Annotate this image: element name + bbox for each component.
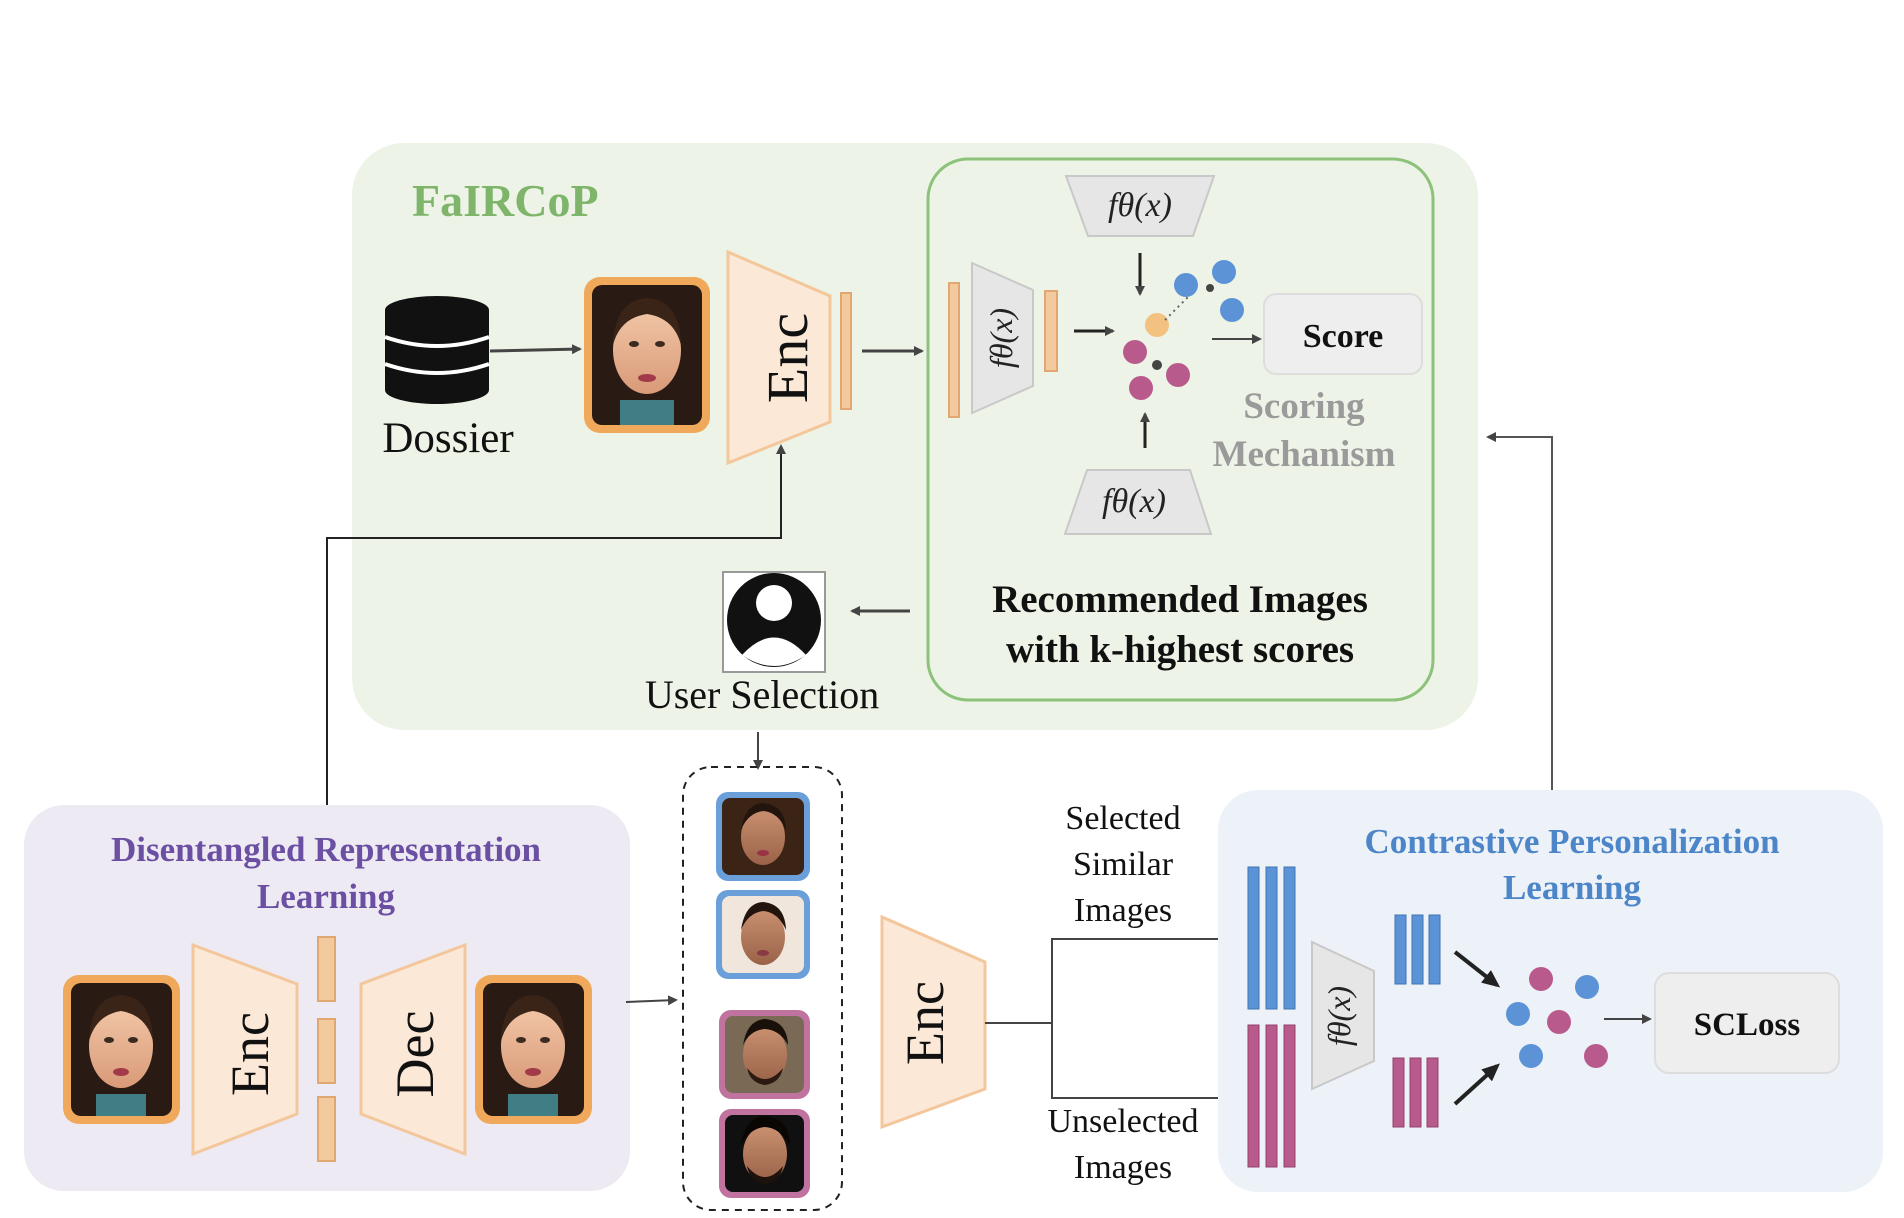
mid-encoder-label: Enc [895, 981, 955, 1065]
encoder-label: Enc [755, 313, 820, 403]
disentangled-title-line2: Learning [257, 877, 396, 916]
f-left-trapezoid [971, 261, 1034, 415]
gallery-face-1 [716, 792, 810, 881]
f-top-label: fθ(x) [1108, 187, 1172, 224]
latent-bar-3 [317, 1096, 336, 1162]
encoder-trapezoid [726, 249, 832, 466]
dossier-label: Dossier [382, 415, 513, 462]
contrastive-dots [1506, 967, 1608, 1068]
scloss-label: SCLoss [1694, 1007, 1801, 1043]
gallery-face-4 [719, 1109, 810, 1198]
selected-projection-bars [1394, 914, 1441, 985]
gallery-face-2 [716, 890, 810, 979]
contrastive-title-line2: Learning [1503, 868, 1642, 907]
selected-line1: Selected [1065, 800, 1180, 837]
face-photo-dis-output [475, 975, 592, 1124]
contrastive-f-label: fθ(x) [1321, 986, 1357, 1046]
gallery-face-3 [719, 1010, 810, 1099]
branch-unselected [1051, 1023, 1247, 1103]
dis-encoder-label: Enc [220, 1012, 280, 1096]
unselected-feature-bars [1247, 1024, 1296, 1168]
latent-bar-2 [317, 1018, 336, 1084]
face-photo-input [584, 277, 710, 433]
scoring-box [926, 157, 1435, 702]
selected-line2: Similar [1073, 846, 1174, 883]
arrow-unselected-to-dots [1453, 1063, 1500, 1106]
embedding-dots [1123, 260, 1244, 400]
latent-bar [840, 292, 852, 410]
recommended-line1: Recommended Images [992, 578, 1368, 621]
arrow-dis-to-gallery [625, 995, 678, 1006]
dis-decoder-trapezoid [359, 942, 467, 1157]
scloss-box [1654, 972, 1840, 1074]
f-bottom-label: fθ(x) [1102, 483, 1166, 520]
fairecop-title: FaIRCoP [412, 175, 599, 226]
database-icon [384, 296, 490, 404]
connector-disentangled-to-enc [326, 444, 786, 806]
selected-line3: Images [1074, 892, 1172, 929]
unselected-projection-bars [1392, 1057, 1439, 1128]
unselected-line1: Unselected [1047, 1103, 1198, 1140]
connector-contrastive-to-scoring [1486, 432, 1553, 790]
latent-bar-left [948, 282, 960, 418]
disentangled-title-line1: Disentangled Representation [111, 830, 541, 869]
score-label: Score [1303, 318, 1384, 355]
unselected-line2: Images [1074, 1149, 1172, 1186]
scoring-mechanism-line1: Scoring [1243, 386, 1365, 427]
latent-bar-right [1044, 290, 1058, 372]
gallery-box [682, 766, 843, 1211]
branch-selected [1051, 934, 1247, 1023]
arrow-selected-to-dots [1453, 950, 1501, 988]
mid-encoder-trapezoid [880, 914, 987, 1130]
scoring-mechanism-line2: Mechanism [1213, 434, 1396, 475]
latent-bar-1 [317, 936, 336, 1002]
selected-feature-bars [1247, 866, 1296, 1010]
contrastive-f-trapezoid [1311, 940, 1375, 1091]
contrastive-panel [1218, 790, 1883, 1192]
user-icon [722, 571, 826, 673]
score-box [1263, 293, 1423, 375]
recommended-line2: with k-highest scores [1006, 628, 1354, 671]
f-top-trapezoid [1064, 175, 1216, 237]
f-left-label: fθ(x) [983, 308, 1019, 368]
dis-decoder-label: Dec [385, 1011, 445, 1098]
user-selection-label: User Selection [645, 672, 879, 717]
arrow-dossier-to-face [489, 344, 582, 355]
contrastive-title-line1: Contrastive Personalization [1364, 822, 1779, 861]
face-photo-dis-input [63, 975, 180, 1124]
dis-encoder-trapezoid [191, 942, 299, 1157]
f-bottom-trapezoid [1063, 469, 1213, 535]
